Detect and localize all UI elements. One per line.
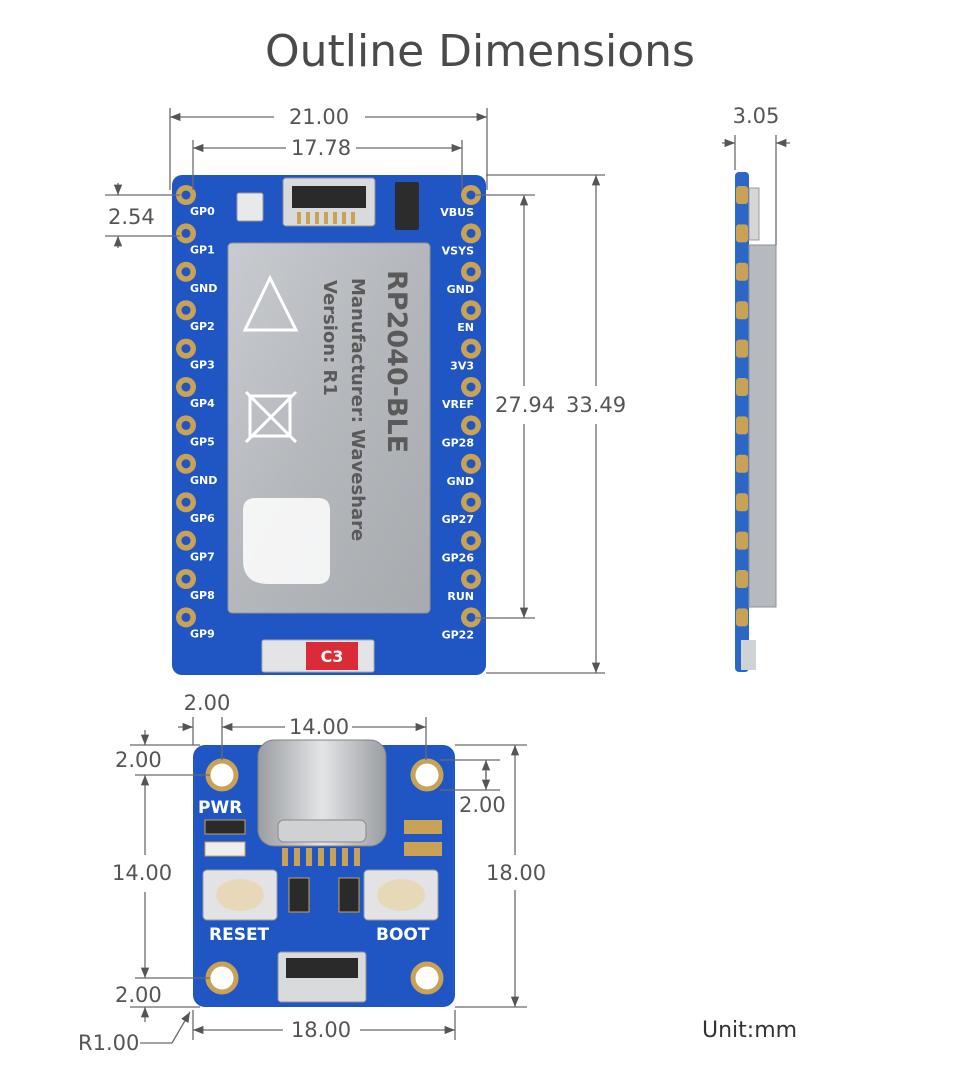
boot-label: BOOT bbox=[376, 925, 430, 945]
pin-label-right: EN bbox=[457, 321, 474, 334]
dim-adapter-corner-radius: R1.00 bbox=[78, 1031, 139, 1055]
chip-manufacturer: Manufacturer: Waveshare bbox=[347, 278, 368, 541]
reset-label: RESET bbox=[209, 925, 270, 945]
pin-label-left: GP5 bbox=[190, 435, 215, 448]
pin-label-left: GP4 bbox=[190, 397, 215, 410]
pin-label-right: VREF bbox=[442, 398, 474, 411]
pin-label-left: GP7 bbox=[190, 551, 215, 564]
dim-adapter-hole-span-x: 14.00 bbox=[289, 715, 349, 739]
unit-label: Unit:mm bbox=[702, 1018, 797, 1043]
pin-label-right: RUN bbox=[447, 590, 474, 603]
dim-adapter-hole-offset-top: 2.00 bbox=[115, 748, 162, 772]
red-chip-label: C3 bbox=[321, 647, 344, 666]
dim-module-pitch: 2.54 bbox=[108, 205, 155, 229]
pin-label-right: GP27 bbox=[442, 513, 474, 526]
dim-module-pin-length: 27.94 bbox=[495, 393, 555, 417]
red-chip bbox=[306, 642, 358, 670]
pin-label-left: GND bbox=[190, 282, 217, 295]
pin-label-left: GP8 bbox=[190, 589, 215, 602]
pwr-label: PWR bbox=[198, 798, 242, 818]
mounting-holes bbox=[205, 758, 444, 995]
side-view bbox=[735, 172, 777, 672]
pin-label-right: GP28 bbox=[442, 436, 474, 449]
weee-bin-icon bbox=[244, 390, 298, 444]
pin-label-right: GP22 bbox=[442, 628, 474, 641]
dim-adapter-width: 18.00 bbox=[291, 1018, 351, 1042]
module-pins: GP0GP1GNDGP2GP3GP4GP5GNDGP6GP7GP8GP9VBUS… bbox=[176, 185, 481, 641]
pin-label-left: GP9 bbox=[190, 627, 215, 640]
dim-module-thickness: 3.05 bbox=[733, 104, 780, 128]
dim-adapter-hole-offset-right: 2.00 bbox=[459, 793, 506, 817]
chip-name: RP2040-BLE bbox=[381, 270, 412, 453]
pin-label-right: 3V3 bbox=[450, 360, 474, 373]
dim-adapter-height: 18.00 bbox=[486, 861, 546, 885]
module-board: RP2040-BLE Manufacturer: Waveshare Versi… bbox=[172, 175, 486, 675]
pin-label-left: GP0 bbox=[190, 205, 215, 218]
pin-label-right: GND bbox=[447, 475, 474, 488]
pin-label-left: GP2 bbox=[190, 320, 215, 333]
dim-adapter-hole-offset-x: 2.00 bbox=[184, 691, 231, 715]
pin-label-left: GP6 bbox=[190, 512, 215, 525]
dimension-lines bbox=[105, 108, 790, 1044]
pin-label-right: GP26 bbox=[442, 552, 475, 565]
pin-label-left: GND bbox=[190, 474, 217, 487]
pin-label-right: GND bbox=[447, 283, 474, 296]
pin-label-left: GP3 bbox=[190, 359, 215, 372]
chip-version: Version: R1 bbox=[319, 280, 340, 396]
pin-label-right: VBUS bbox=[440, 206, 474, 219]
page-title: Outline Dimensions bbox=[265, 26, 695, 77]
pin-label-right: VSYS bbox=[442, 244, 474, 257]
module-diode bbox=[395, 182, 419, 230]
waveshare-logo bbox=[243, 498, 330, 584]
dim-adapter-hole-offset-bottom: 2.00 bbox=[115, 983, 162, 1007]
adapter-board: PWR RESET BOOT bbox=[193, 739, 455, 1007]
pin-label-left: GP1 bbox=[190, 243, 215, 256]
dim-module-width: 21.00 bbox=[289, 105, 349, 129]
dim-module-height: 33.49 bbox=[566, 393, 626, 417]
esd-warning-icon bbox=[242, 274, 299, 332]
dim-adapter-hole-span-y: 14.00 bbox=[112, 861, 172, 885]
dim-module-pin-span: 17.78 bbox=[291, 136, 351, 160]
